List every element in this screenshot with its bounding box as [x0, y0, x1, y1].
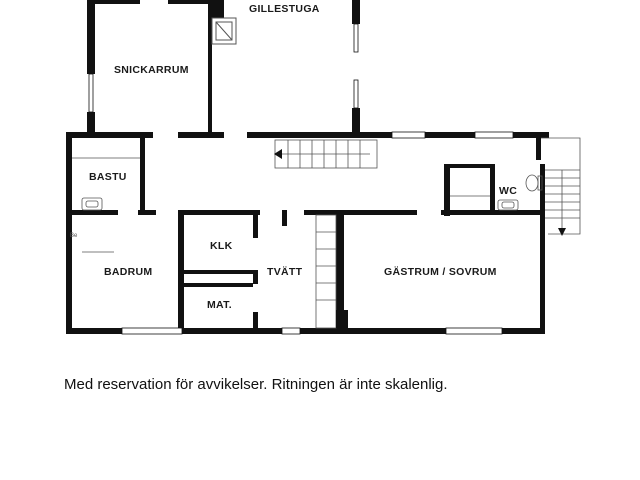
toilet-icon: [525, 174, 539, 192]
room-label-tvatt: TVÄTT: [267, 265, 303, 278]
staircase-main: [274, 139, 378, 169]
stair-arrow-icon: [274, 149, 282, 159]
room-label-gillestuga: GILLESTUGA: [249, 3, 320, 15]
bathroom-fixtures: [72, 157, 543, 253]
badrum-fixture-mark: Be: [70, 233, 78, 239]
staircase-exterior: [541, 137, 581, 235]
exterior-stair-arrow-icon: [558, 228, 566, 236]
wc-sink-icon: [497, 199, 519, 211]
staircase-tvatt: [315, 214, 337, 329]
fireplace: [211, 17, 237, 45]
room-label-wc: WC: [499, 185, 517, 197]
room-label-mat: MAT.: [207, 299, 232, 311]
room-label-snickarrum: SNICKARRUM: [114, 64, 189, 76]
disclaimer-text: Med reservation för avvikelser. Ritninge…: [64, 376, 448, 393]
walls: [66, 0, 549, 334]
room-label-badrum: BADRUM: [104, 266, 152, 278]
room-label-gastrum: GÄSTRUM / SOVRUM: [384, 265, 497, 278]
room-labels: GILLESTUGA SNICKARRUM BASTU BADRUM KLK M…: [89, 3, 517, 311]
windows: [88, 23, 514, 335]
room-label-bastu: BASTU: [89, 171, 127, 183]
room-label-klk: KLK: [210, 240, 233, 252]
floor-plan: Be GILLESTUGA SNICKARRUM BASTU BADRUM KL…: [66, 0, 581, 335]
sink-icon: [81, 197, 103, 211]
door-block: [336, 310, 348, 328]
